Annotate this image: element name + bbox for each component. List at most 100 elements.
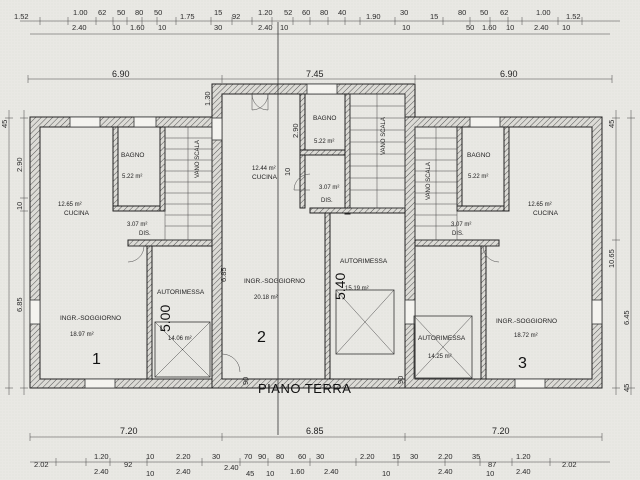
room-cucina-right: CUCINA [533, 210, 559, 217]
dim-left-2: 2.90 [15, 157, 24, 172]
floor-title: PIANO TERRA [258, 381, 351, 396]
dim-left-1: 45 [0, 120, 9, 128]
dim-inner-1: 1.30 [203, 91, 212, 106]
dim-inner-6: 90 [396, 376, 405, 384]
handwritten-5-40: 5.40 [332, 273, 348, 300]
stair-label-right: VANO SCALA [426, 162, 432, 200]
dim-top-10: 1.20 [258, 8, 273, 17]
dim-top-16: 30 [400, 8, 408, 17]
dim-bottom-r3-7: 2.40 [324, 467, 339, 476]
dim-bottom-r3-8: 10 [382, 469, 390, 478]
dim-top-r2-2: 10 [112, 23, 120, 32]
stair-label-center: VANO SCALA [381, 117, 387, 155]
dim-bottom-r2-12: 30 [316, 452, 324, 461]
dim-top-width-left: 6.90 [112, 69, 130, 79]
dim-bottom-r2-3: 92 [124, 460, 132, 469]
dim-top-width-center: 7.45 [306, 69, 324, 79]
dim-top-r2-10: 1.60 [482, 23, 497, 32]
dim-bottom-r2-16: 2.20 [438, 452, 453, 461]
dim-top-1: 1.52 [14, 12, 29, 21]
dim-bottom-center: 6.85 [306, 426, 324, 436]
dim-bottom-r2-2: 1.20 [94, 452, 109, 461]
dim-bottom-r2-7: 2.40 [224, 463, 239, 472]
staircases [164, 93, 458, 241]
unit-label-2: 2 [257, 329, 266, 346]
dim-bottom-left: 7.20 [120, 426, 138, 436]
room-dis-left: DIS. [139, 231, 151, 237]
dim-right-2: 10.65 [607, 249, 616, 268]
dim-bottom-r2-8: 70 [244, 452, 252, 461]
dim-bottom-r3-9: 2.40 [438, 467, 453, 476]
stair-label-left: VANO SCALA [195, 140, 201, 178]
dim-top-8: 15 [214, 8, 222, 17]
dim-top-6: 50 [154, 8, 162, 17]
dim-left-4: 6.85 [15, 297, 24, 312]
dim-inner-4: 6.85 [219, 267, 228, 282]
dim-bottom-right: 7.20 [492, 426, 510, 436]
dim-top-r2-12: 2.40 [534, 23, 549, 32]
dim-top-22: 1.52 [566, 12, 581, 21]
doors [127, 93, 500, 373]
dim-bottom-r2-14: 15 [392, 452, 400, 461]
dim-top-r2-13: 10 [562, 23, 570, 32]
dim-top-19: 50 [480, 8, 488, 17]
dim-top-18: 80 [458, 8, 466, 17]
area-bagno-right: 5.22 m² [468, 174, 488, 180]
area-soggiorno-left: 18.97 m² [70, 332, 94, 338]
room-garage-center: AUTORIMESSA [340, 258, 388, 265]
dim-bottom-r3-5: 10 [266, 469, 274, 478]
dim-bottom-r2-17: 35 [472, 452, 480, 461]
dim-bottom-r2-9: 90 [258, 452, 266, 461]
unit-label-3: 3 [518, 355, 527, 372]
dim-top-r2-3: 1.60 [130, 23, 145, 32]
dim-bottom-r3-10: 10 [486, 469, 494, 478]
room-dis-center: DIS. [321, 198, 333, 204]
dim-top-11: 52 [284, 8, 292, 17]
windows [29, 83, 603, 389]
dim-top-r2-5: 30 [214, 23, 222, 32]
room-bagno-left: BAGNO [121, 152, 144, 159]
dim-top-9: 92 [232, 12, 240, 21]
dim-top-r2-11: 10 [506, 23, 514, 32]
dim-top-21: 1.00 [536, 8, 551, 17]
area-bagno-center: 5.22 m² [314, 139, 334, 145]
dim-right-4: 45 [622, 384, 631, 392]
dim-bottom-r3-2: 10 [146, 469, 154, 478]
room-cucina-left: CUCINA [64, 210, 90, 217]
dim-top-width-right: 6.90 [500, 69, 518, 79]
dim-bottom-r2-5: 2.20 [176, 452, 191, 461]
area-garage-left: 14.06 m² [168, 336, 192, 342]
dim-top-20: 62 [500, 8, 508, 17]
room-bagno-right: BAGNO [467, 152, 490, 159]
dim-bottom-r2-19: 1.20 [516, 452, 531, 461]
dim-bottom-r2-11: 60 [298, 452, 306, 461]
dim-bottom-r2-13: 2.20 [360, 452, 375, 461]
room-soggiorno-left: INGR.-SOGGIORNO [60, 315, 121, 322]
dim-top-r2-4: 10 [158, 23, 166, 32]
dim-bottom-r2-15: 30 [410, 452, 418, 461]
bottom-dimension-lines: 7.20 6.85 7.20 2.02 1.20 92 10 2.20 30 2… [29, 426, 610, 478]
dim-bottom-r3-3: 2.40 [176, 467, 191, 476]
room-garage-right: AUTORIMESSA [418, 335, 466, 342]
dim-inner-3: 10 [283, 168, 292, 176]
dim-top-2: 1.00 [73, 8, 88, 17]
dim-top-13: 80 [320, 8, 328, 17]
dim-bottom-r2-10: 80 [276, 452, 284, 461]
area-cucina-center: 12.44 m² [252, 166, 276, 172]
dim-inner-5: 90 [241, 377, 250, 385]
dim-top-12: 60 [302, 8, 310, 17]
dim-bottom-r3-6: 1.60 [290, 467, 305, 476]
unit-label-1: 1 [92, 351, 101, 368]
dim-bottom-r2-6: 30 [212, 452, 220, 461]
dim-inner-2: 2.90 [291, 123, 300, 138]
room-bagno-center: BAGNO [313, 115, 336, 122]
dim-left-3: 10 [15, 202, 24, 210]
garage-boxes [154, 289, 473, 379]
area-garage-right: 14.25 m² [428, 354, 452, 360]
dim-top-15: 1.90 [366, 12, 381, 21]
room-soggiorno-center: INGR.-SOGGIORNO [244, 278, 305, 285]
side-dimension-lines: 45 2.90 10 6.85 45 10.65 6.45 45 [0, 110, 635, 395]
dim-top-17: 15 [430, 12, 438, 21]
top-dimension-lines: 1.52 1.00 62 50 80 50 1.75 15 92 1.20 52… [14, 8, 620, 83]
